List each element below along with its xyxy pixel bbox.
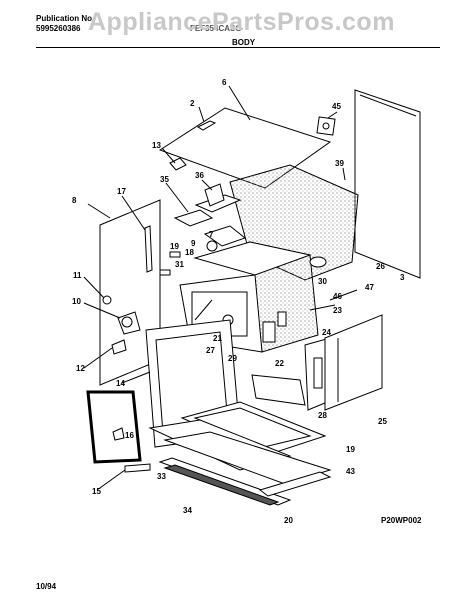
callout-16: 16	[125, 431, 134, 440]
callout-3: 3	[400, 273, 405, 282]
gas-valve	[117, 311, 141, 335]
diagram-code: P20WP002	[381, 516, 422, 525]
callout-25: 25	[378, 417, 387, 426]
callout-26: 26	[376, 262, 385, 271]
callout-45: 45	[332, 102, 341, 111]
kick-plate	[258, 471, 332, 497]
callout-8: 8	[72, 196, 77, 205]
callout-36: 36	[195, 171, 204, 180]
callout-9: 9	[191, 239, 196, 248]
callout-10: 10	[72, 297, 81, 306]
callout-43: 43	[346, 467, 355, 476]
burner-cap	[206, 240, 218, 252]
callout-12: 12	[76, 364, 85, 373]
callout-28: 28	[318, 411, 327, 420]
callout-33: 33	[157, 472, 166, 481]
callout-31: 31	[175, 260, 184, 269]
callout-24: 24	[322, 328, 331, 337]
callout-7: 7	[209, 230, 214, 239]
callout-2: 2	[190, 99, 195, 108]
callout-35: 35	[160, 175, 169, 184]
publication-label: Publication No.	[36, 14, 95, 23]
header-rule	[36, 47, 440, 48]
callout-30: 30	[318, 277, 327, 286]
callout-21: 21	[213, 334, 222, 343]
watermark: AppliancePartsPros.com	[88, 8, 395, 36]
small-clip	[169, 157, 187, 171]
top-clip	[196, 120, 217, 131]
callout-14: 14	[116, 379, 125, 388]
callout-34: 34	[183, 506, 192, 515]
callout-19: 19	[346, 445, 355, 454]
callout-46: 46	[333, 292, 342, 301]
callout-27: 27	[206, 346, 215, 355]
oven-liner-top	[193, 241, 312, 276]
callout-17: 17	[117, 187, 126, 196]
callout-15: 15	[92, 487, 101, 496]
callout-19-top: 19	[170, 242, 179, 251]
section-title: BODY	[232, 38, 256, 47]
door-gasket	[86, 390, 142, 464]
publication-number: 5995260386	[36, 24, 81, 33]
callout-11: 11	[73, 271, 82, 280]
callout-39: 39	[335, 159, 344, 168]
right-panel	[324, 314, 383, 411]
callout-47: 47	[365, 283, 374, 292]
back-panel	[354, 89, 421, 279]
callout-13: 13	[152, 141, 161, 150]
grommet	[102, 295, 112, 305]
callout-6: 6	[222, 78, 227, 87]
callout-29: 29	[228, 354, 237, 363]
date-code: 10/94	[36, 582, 57, 591]
callout-18: 18	[185, 248, 194, 257]
callout-20: 20	[284, 516, 293, 525]
callout-22: 22	[275, 359, 284, 368]
model-number: FEF354CASG	[190, 24, 242, 33]
callout-23: 23	[333, 306, 342, 315]
rear-bracket	[316, 116, 336, 136]
